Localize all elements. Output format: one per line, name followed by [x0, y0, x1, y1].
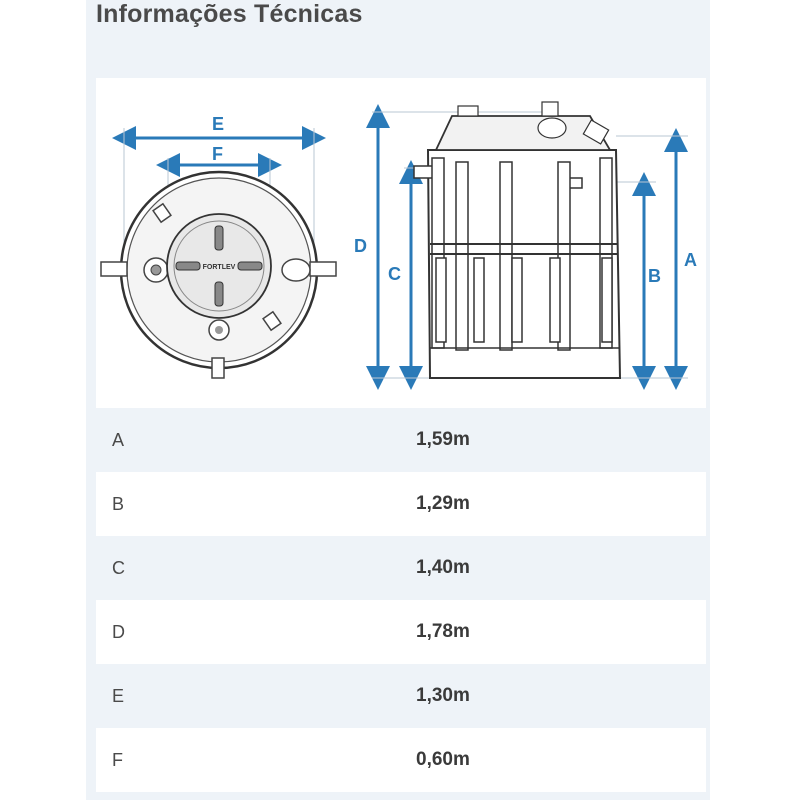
spec-label: B	[112, 493, 125, 514]
table-row: B 1,29m	[96, 472, 706, 536]
tank-lid	[166, 213, 272, 319]
dimension-d-label: D	[354, 236, 367, 256]
spec-value: 1,59m	[416, 429, 470, 450]
specs-table: A 1,59m B 1,29m C 1,40m D 1,78m E 1,30m …	[96, 408, 706, 792]
dimension-c-label: C	[388, 264, 401, 284]
top-view: E F FORTLEV	[100, 114, 337, 379]
page-title: Informações Técnicas	[96, 0, 363, 28]
spec-label: C	[112, 557, 125, 578]
spec-label: A	[112, 429, 125, 450]
table-row: E 1,30m	[96, 664, 706, 728]
spec-value: 0,60m	[416, 749, 470, 770]
table-row: C 1,40m	[96, 536, 706, 600]
spec-value: 1,30m	[416, 685, 470, 706]
table-row: A 1,59m	[96, 408, 706, 472]
side-view: D C B A	[354, 101, 697, 390]
dimension-e-label: E	[212, 114, 224, 134]
tank-diagram-svg: E F FORTLEV	[100, 101, 697, 390]
dimension-f-label: F	[212, 144, 223, 164]
brand-logo: FORTLEV	[203, 264, 236, 271]
table-row: D 1,78m	[96, 600, 706, 664]
spec-label: E	[112, 685, 125, 706]
spec-label: F	[112, 749, 123, 770]
table-row: F 0,60m	[96, 728, 706, 792]
dimension-b-label: B	[648, 266, 661, 286]
spec-value: 1,78m	[416, 621, 470, 642]
technical-diagram: E F FORTLEV	[96, 78, 706, 408]
dimension-a-label: A	[684, 250, 697, 270]
spec-label: D	[112, 621, 125, 642]
spec-value: 1,40m	[416, 557, 470, 578]
spec-value: 1,29m	[416, 493, 470, 514]
